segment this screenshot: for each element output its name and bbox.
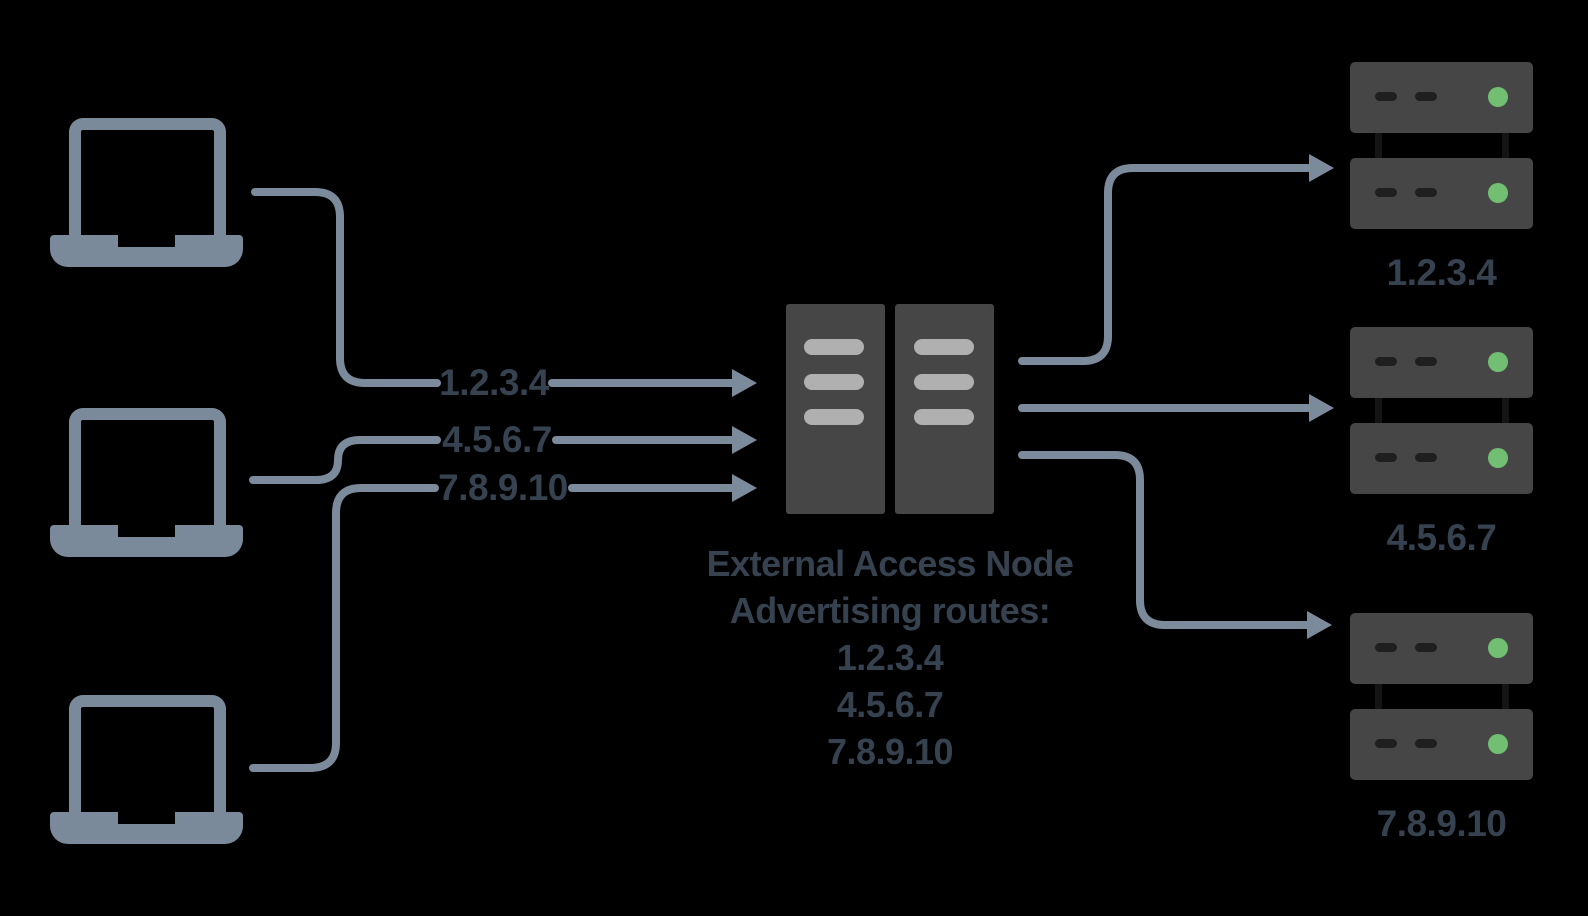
server-unit — [1350, 613, 1533, 684]
node-bar — [914, 339, 974, 355]
laptop-notch — [118, 525, 175, 537]
status-led-icon — [1488, 352, 1508, 372]
server-unit — [1350, 709, 1533, 780]
flow-3-arrowhead — [732, 474, 757, 502]
laptop-screen — [69, 408, 226, 529]
node-bar — [804, 339, 864, 355]
laptop-screen — [69, 695, 226, 816]
flow-label: 7.8.9.10 — [438, 467, 568, 508]
server-vent-dash — [1415, 188, 1437, 197]
node-route: 1.2.3.4 — [836, 637, 944, 678]
rack-connector — [1375, 133, 1382, 158]
server-vent-dash — [1375, 357, 1397, 366]
rack-connector — [1375, 398, 1382, 423]
laptop-notch — [118, 235, 175, 247]
server-vent-dash — [1375, 739, 1397, 748]
server-vent-dash — [1415, 92, 1437, 101]
flow-2-curve — [249, 436, 441, 484]
server-vent-dash — [1375, 188, 1397, 197]
server-cluster: 7.8.9.10 — [1350, 613, 1533, 844]
laptop-icon — [50, 695, 243, 844]
server-cluster: 4.5.6.7 — [1350, 327, 1533, 558]
node-bar — [914, 374, 974, 390]
server-unit — [1350, 62, 1533, 133]
status-led-icon — [1488, 448, 1508, 468]
status-led-icon — [1488, 87, 1508, 107]
node-caption: External Access Node Advertising routes:… — [707, 540, 1074, 775]
rack-connector — [1375, 684, 1382, 709]
node-route: 4.5.6.7 — [836, 684, 944, 725]
server-vent-dash — [1375, 92, 1397, 101]
out-3-arrowhead — [1307, 611, 1332, 639]
server-unit — [1350, 158, 1533, 229]
out-3-line — [1018, 451, 1311, 629]
out-1-line — [1018, 164, 1313, 365]
node-bar — [914, 409, 974, 425]
node-tower-right — [895, 304, 994, 514]
server-ip-label: 4.5.6.7 — [1386, 517, 1497, 558]
out-2-arrowhead — [1309, 394, 1334, 422]
server-vent-dash — [1415, 453, 1437, 462]
server-vent-dash — [1375, 643, 1397, 652]
flow-1-curve — [251, 188, 441, 387]
flow-1-arrowhead — [732, 369, 757, 397]
out-1-arrowhead — [1309, 154, 1334, 182]
status-led-icon — [1488, 638, 1508, 658]
laptop-icon — [50, 408, 243, 557]
laptop-notch — [118, 812, 175, 824]
laptop-screen — [69, 118, 226, 239]
node-bar — [804, 409, 864, 425]
server-vent-dash — [1415, 739, 1437, 748]
flow-label: 1.2.3.4 — [439, 362, 549, 403]
server-vent-dash — [1415, 643, 1437, 652]
status-led-icon — [1488, 734, 1508, 754]
node-bar — [804, 374, 864, 390]
laptop-icon — [50, 118, 243, 267]
node-title: External Access Node — [706, 543, 1074, 584]
flow-3-curve — [249, 484, 439, 772]
flow-label: 4.5.6.7 — [442, 419, 552, 460]
server-ip-label: 1.2.3.4 — [1386, 252, 1497, 293]
server-cluster: 1.2.3.4 — [1350, 62, 1533, 293]
node-subtitle: Advertising routes: — [729, 590, 1051, 631]
rack-connector — [1502, 684, 1509, 709]
server-unit — [1350, 423, 1533, 494]
server-ip-label: 7.8.9.10 — [1376, 803, 1507, 844]
node-tower-left — [786, 304, 885, 514]
server-vent-dash — [1415, 357, 1437, 366]
flow-2-arrowhead — [732, 426, 757, 454]
server-unit — [1350, 327, 1533, 398]
status-led-icon — [1488, 183, 1508, 203]
rack-connector — [1502, 133, 1509, 158]
rack-connector — [1502, 398, 1509, 423]
server-vent-dash — [1375, 453, 1397, 462]
node-route: 7.8.9.10 — [826, 731, 954, 772]
